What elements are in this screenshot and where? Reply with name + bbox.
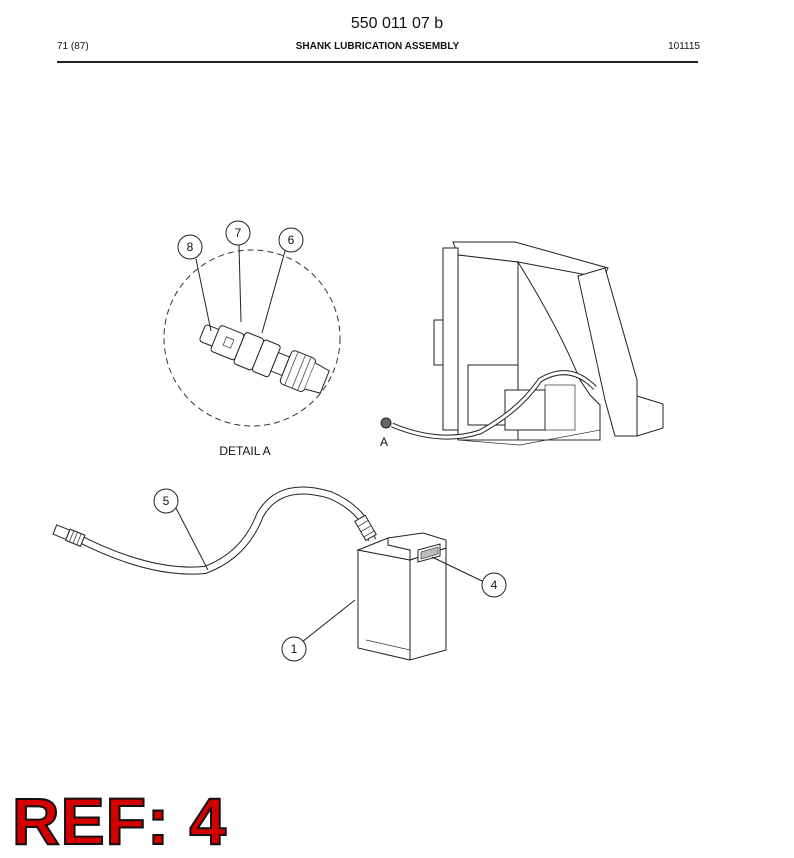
callout-1: 1 bbox=[281, 636, 307, 662]
detail-a-title: DETAIL A bbox=[219, 444, 270, 458]
callout-1-leader bbox=[301, 599, 356, 643]
shank-machine-view bbox=[380, 241, 664, 446]
callout-4: 4 bbox=[481, 572, 507, 598]
header-rule bbox=[57, 61, 698, 63]
callout-6: 6 bbox=[278, 227, 304, 253]
callout-7: 8 bbox=[177, 234, 203, 260]
detail-a-marker: A bbox=[380, 435, 388, 449]
reference-label: REF: 4 bbox=[11, 784, 228, 858]
callout-4-leader bbox=[431, 556, 483, 582]
callout-5-leader bbox=[175, 507, 209, 571]
callout-8: 7 bbox=[225, 220, 251, 246]
revision-code: 101115 bbox=[668, 41, 700, 52]
hose-assembly bbox=[52, 486, 377, 575]
callout-6-label: 6 bbox=[288, 233, 295, 247]
callout-5: 5 bbox=[153, 488, 179, 514]
callout-1-label: 1 bbox=[291, 642, 298, 656]
callout-7-label: 8 bbox=[187, 240, 194, 254]
page-number: 71 (87) bbox=[57, 41, 89, 52]
callout-8-label: 7 bbox=[235, 226, 242, 240]
detail-a-view bbox=[163, 244, 341, 427]
document-number: 550 011 07 b bbox=[350, 15, 444, 32]
callout-4-label: 4 bbox=[491, 578, 498, 592]
page-title: SHANK LUBRICATION ASSEMBLY bbox=[295, 41, 460, 52]
lubrication-reservoir bbox=[356, 532, 447, 661]
callout-5-label: 5 bbox=[163, 494, 170, 508]
